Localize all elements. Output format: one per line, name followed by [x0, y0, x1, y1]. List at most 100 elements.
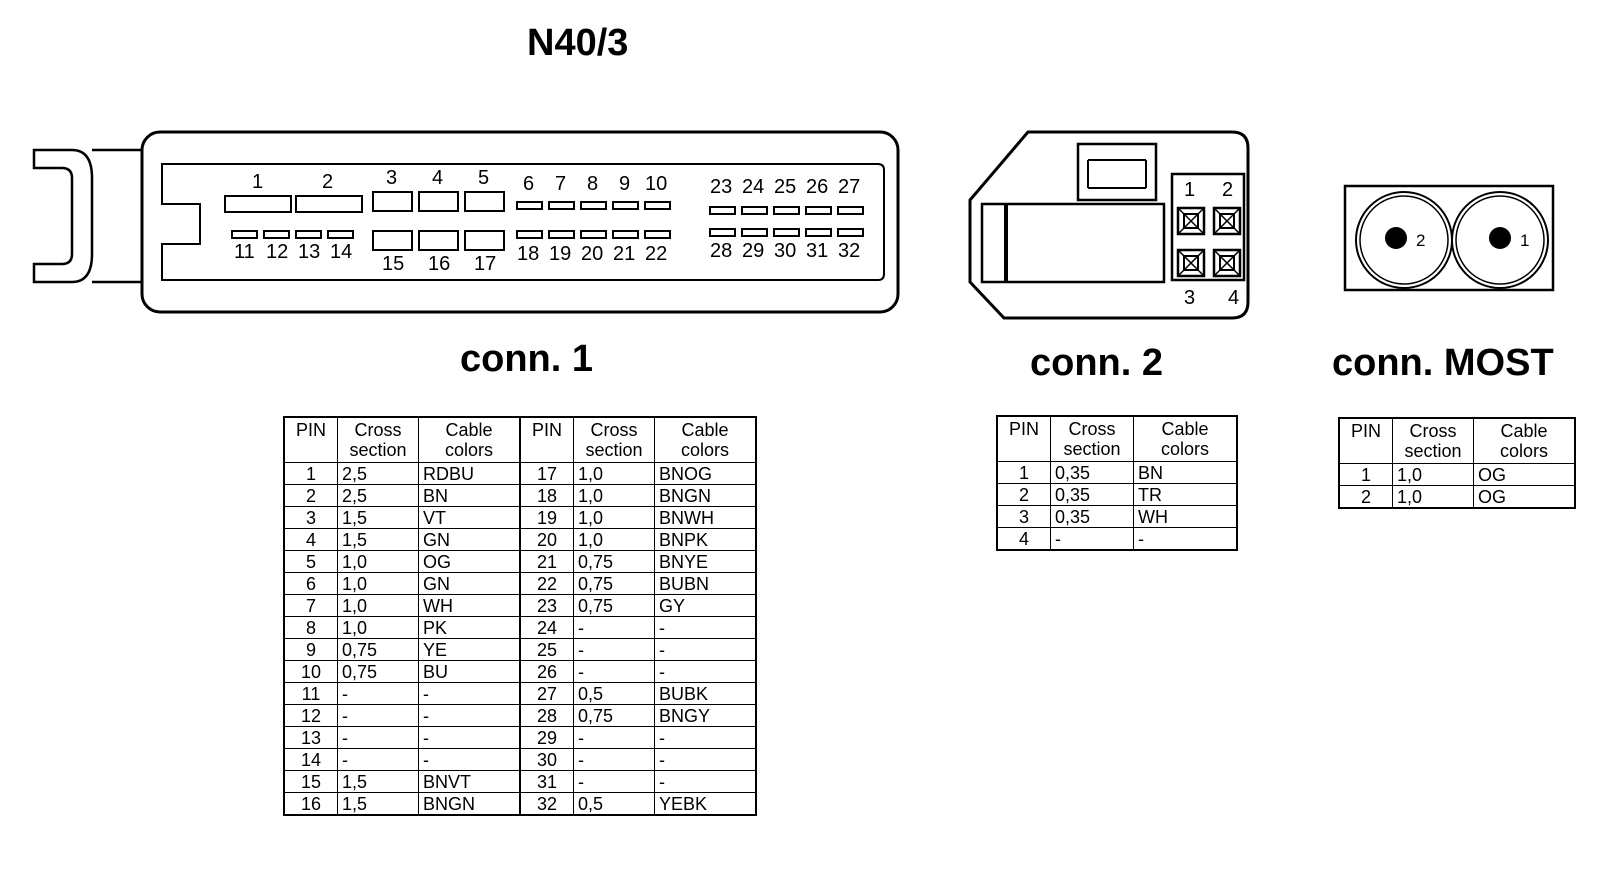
pin-label: 29 — [742, 240, 764, 262]
cross-section-cell: 0,75 — [337, 660, 419, 683]
pin-number-cell: 2 — [1338, 485, 1393, 509]
cross-section-cell: - — [573, 616, 655, 639]
cable-color-cell: WH — [418, 594, 521, 617]
pin-number-cell: 19 — [519, 506, 574, 529]
pin-number-cell: 15 — [283, 770, 338, 793]
cross-section-cell: 1,0 — [337, 594, 419, 617]
cross-section-cell: 1,0 — [1392, 463, 1474, 486]
cable-color-cell: OG — [1473, 485, 1576, 509]
pin-label: 2 — [1222, 179, 1233, 201]
table-row: 13--29-- — [283, 726, 757, 749]
cable-color-cell: - — [418, 726, 521, 749]
pin-label: 27 — [838, 176, 860, 198]
cable-color-cell: BU — [418, 660, 521, 683]
cross-section-cell: 1,0 — [573, 506, 655, 529]
cable-color-cell: GY — [654, 594, 757, 617]
pin-number-cell: 28 — [519, 704, 574, 727]
cross-section-cell: 0,5 — [573, 792, 655, 816]
cable-color-cell: TR — [1133, 483, 1238, 506]
cable-color-cell: OG — [1473, 463, 1576, 486]
pin-number-cell: 2 — [283, 484, 338, 507]
pin-number-cell: 4 — [996, 527, 1051, 551]
cable-color-cell: - — [654, 616, 757, 639]
cable-color-cell: OG — [418, 550, 521, 573]
pin-label: 10 — [645, 173, 667, 195]
cable-color-cell: BNYE — [654, 550, 757, 573]
pin-number-cell: 16 — [283, 792, 338, 816]
cable-color-cell: RDBU — [418, 462, 521, 485]
cable-color-cell: VT — [418, 506, 521, 529]
cross-section-cell: 1,0 — [1392, 485, 1474, 509]
pin-label: 2 — [1416, 231, 1425, 250]
pin-number-cell: 20 — [519, 528, 574, 551]
pin-label: 3 — [386, 167, 397, 189]
pin-number-cell: 24 — [519, 616, 574, 639]
cross-section-cell: - — [337, 748, 419, 771]
cable-color-cell: BUBK — [654, 682, 757, 705]
cross-section-cell: 1,5 — [337, 528, 419, 551]
pin-label: 3 — [1184, 287, 1195, 309]
pin-number-cell: 2 — [996, 483, 1051, 506]
cross-section-cell: 0,35 — [1050, 461, 1134, 484]
pin-label: 14 — [330, 241, 352, 263]
pin-number-cell: 9 — [283, 638, 338, 661]
cross-section-cell: 1,5 — [337, 506, 419, 529]
cable-color-cell: BNWH — [654, 506, 757, 529]
pin-number-cell: 8 — [283, 616, 338, 639]
pin-number-cell: 23 — [519, 594, 574, 617]
connector-2-drawing — [968, 130, 1250, 320]
cross-section-cell: 1,0 — [573, 528, 655, 551]
pin-label: 1 — [1184, 179, 1195, 201]
pin-label: 2 — [322, 171, 333, 193]
connector-2-title: conn. 2 — [1030, 342, 1164, 384]
pin-number-cell: 1 — [283, 462, 338, 485]
cable-color-cell: BUBN — [654, 572, 757, 595]
cross-section-cell: 1,0 — [337, 550, 419, 573]
cross-section-cell: 0,35 — [1050, 505, 1134, 528]
cable-color-cell: YE — [418, 638, 521, 661]
cross-section-cell: 0,75 — [337, 638, 419, 661]
pin-number-cell: 5 — [283, 550, 338, 573]
cable-color-cell: BN — [1133, 461, 1238, 484]
cross-section-cell: - — [573, 638, 655, 661]
pin-number-cell: 10 — [283, 660, 338, 683]
pin-label: 28 — [710, 240, 732, 262]
pin-number-cell: 18 — [519, 484, 574, 507]
pin-label: 1 — [252, 171, 263, 193]
pin-label: 22 — [645, 243, 667, 265]
cross-section-cell: - — [573, 748, 655, 771]
table-row: 4-- — [996, 527, 1238, 551]
pin-number-cell: 12 — [283, 704, 338, 727]
pin-number-cell: 31 — [519, 770, 574, 793]
pin-label: 26 — [806, 176, 828, 198]
cable-color-cell: BNPK — [654, 528, 757, 551]
pin-number-cell: 7 — [283, 594, 338, 617]
pin-label: 31 — [806, 240, 828, 262]
connector-most-title: conn. MOST — [1332, 342, 1554, 384]
pin-number-cell: 3 — [996, 505, 1051, 528]
cable-color-cell: BNGN — [418, 792, 521, 816]
pin-label: 11 — [234, 241, 255, 263]
cable-color-cell: - — [654, 748, 757, 771]
pin-label: 16 — [428, 253, 450, 275]
cable-color-cell: PK — [418, 616, 521, 639]
